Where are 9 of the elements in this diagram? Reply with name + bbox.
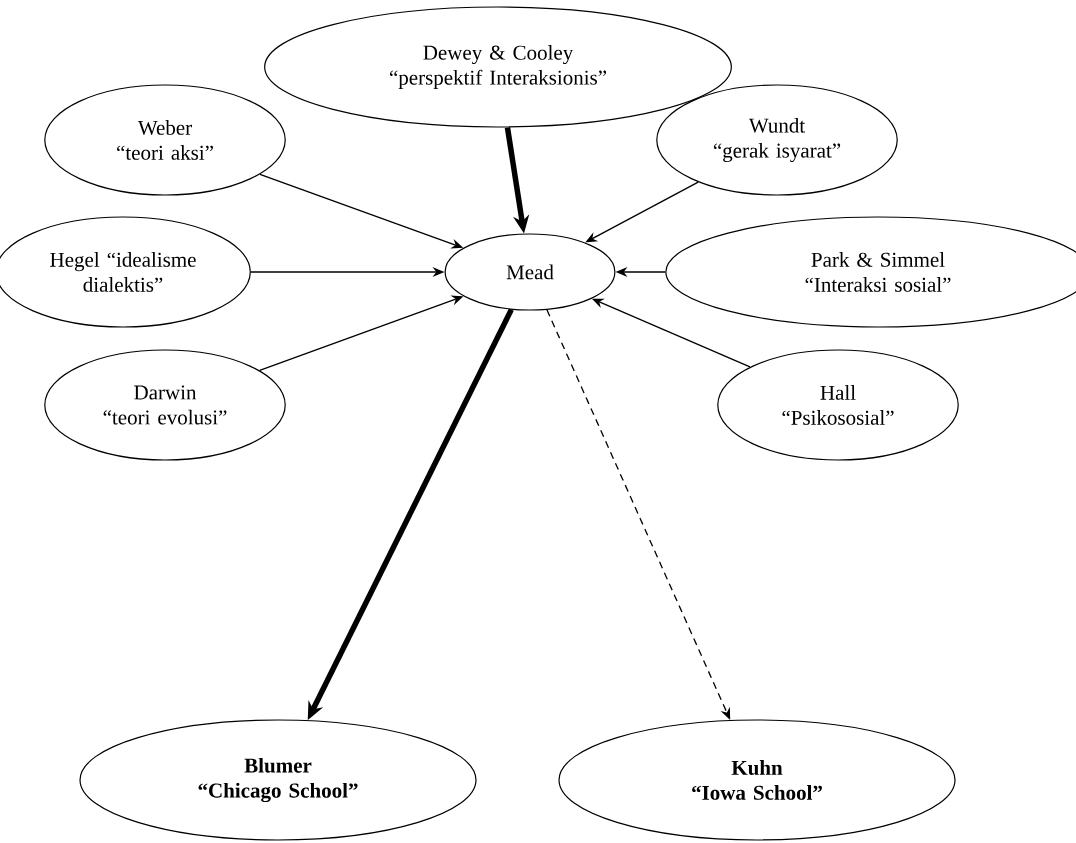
arrow — [546, 309, 731, 720]
ellipse-node: Darwin “teori evolusi” — [44, 349, 286, 461]
ellipse-node: Blumer “Chicago School” — [79, 719, 477, 841]
ellipse-node: Wundt “gerak isyarat” — [656, 84, 898, 196]
ellipse-node: Dewey & Cooley “perspektif Interaksionis” — [264, 6, 732, 128]
ellipse-node: Weber “teori aksi” — [44, 84, 286, 196]
ellipse-node: Mead — [444, 233, 616, 311]
ellipse-node: Hall “Psikososial” — [717, 349, 959, 461]
ellipse-node: Kuhn “Iowa School” — [558, 719, 956, 841]
